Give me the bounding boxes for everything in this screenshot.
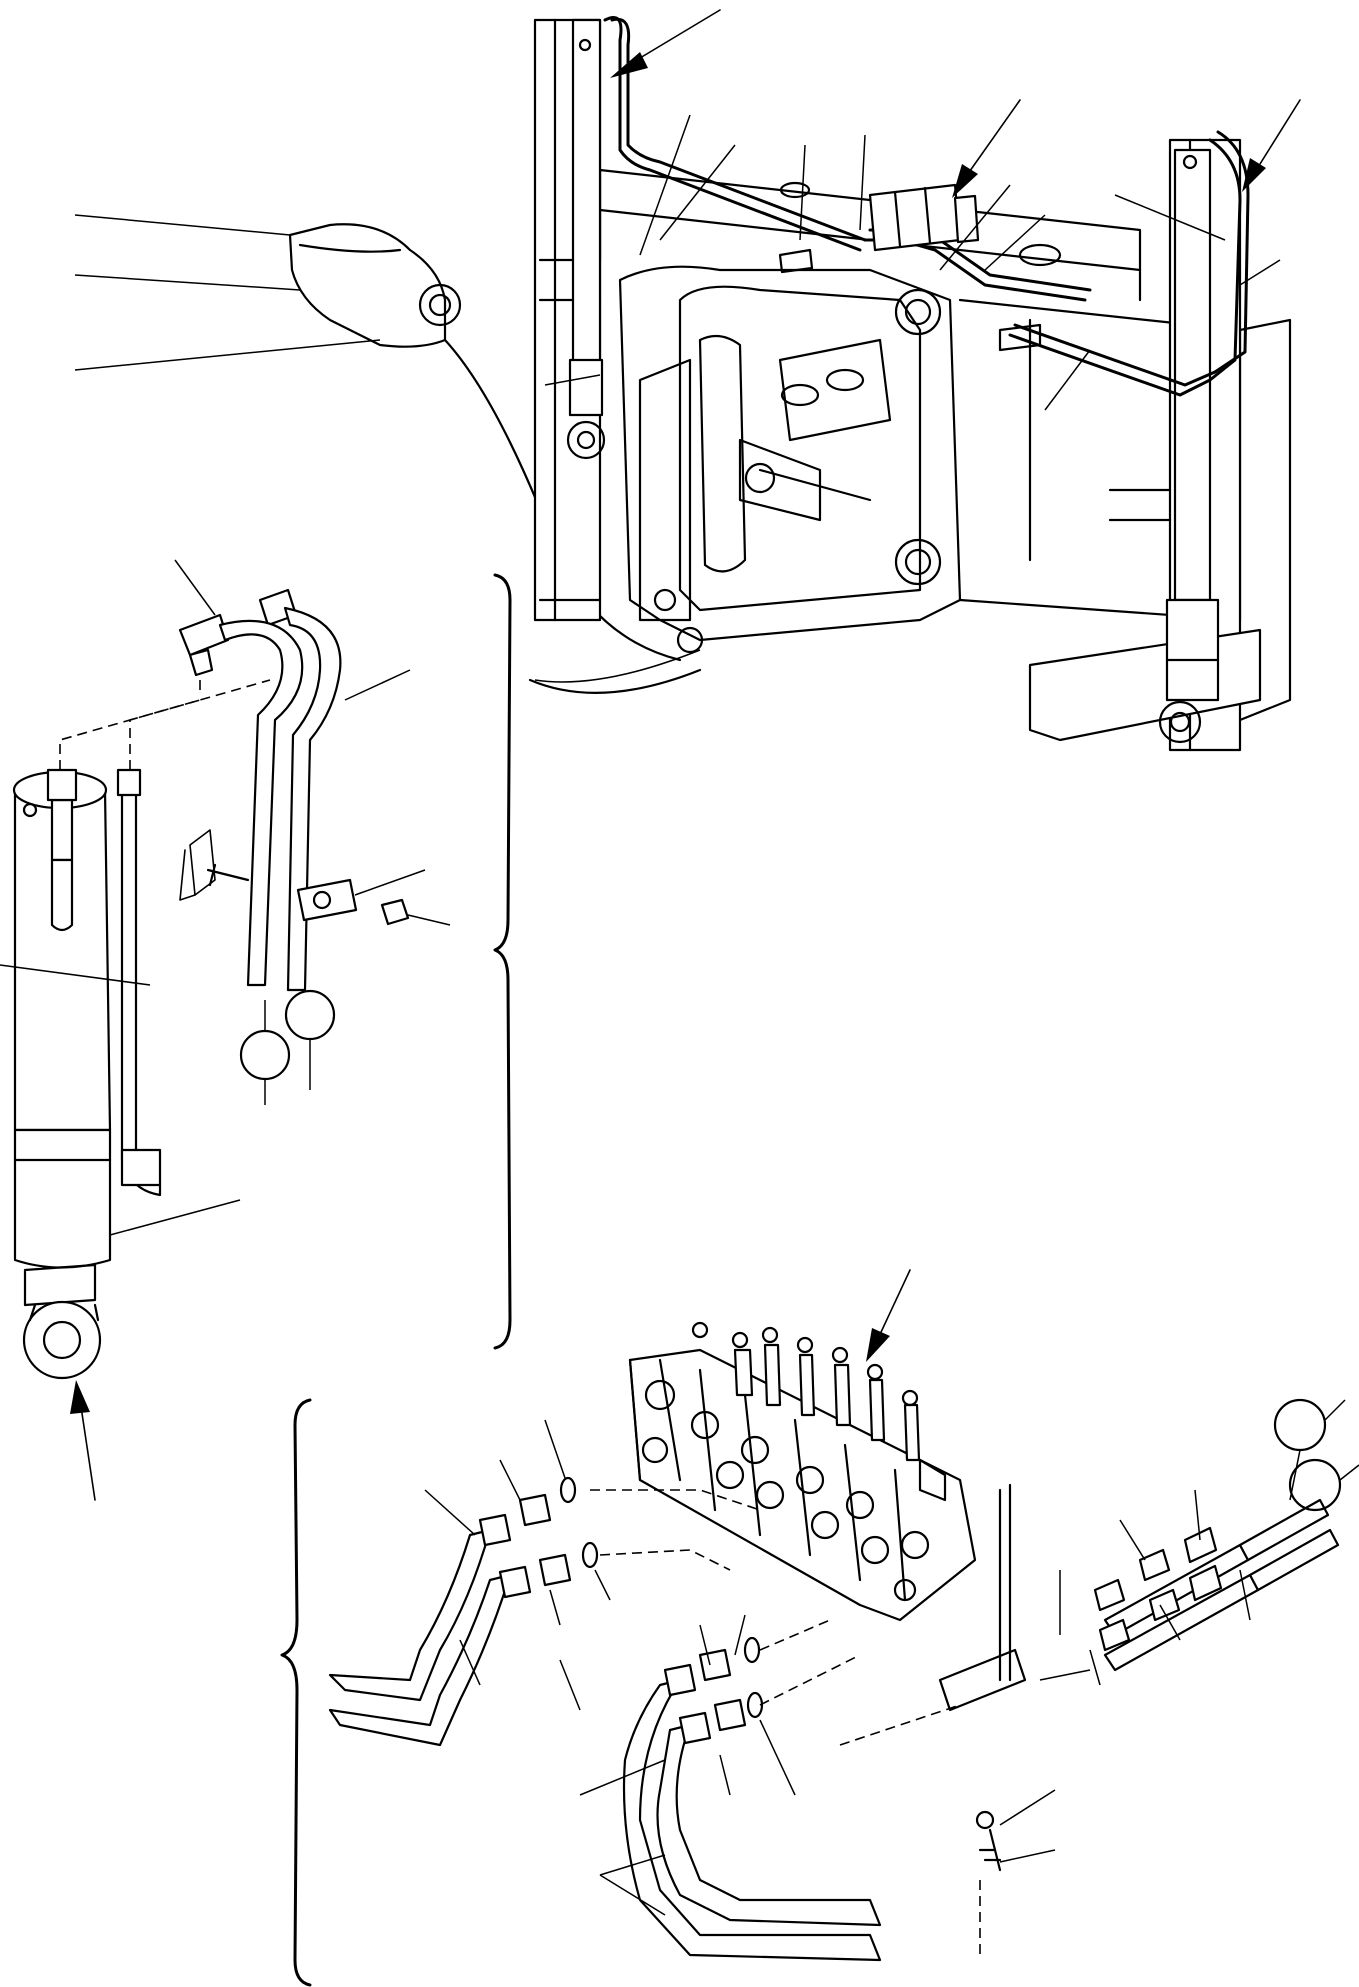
- arrow-icon: [70, 1380, 96, 1501]
- arrow-icon: [610, 9, 1301, 198]
- circle-reference-icon: [1273, 1398, 1327, 1452]
- lift-cylinders: [566, 18, 1220, 744]
- cylinder-detail: [0, 559, 451, 1380]
- frame-assembly: [288, 18, 1292, 752]
- circle-reference-icon: [1288, 1458, 1342, 1512]
- bracket-icon: [280, 573, 512, 1987]
- lower-callouts: [424, 1419, 1251, 1916]
- arrow-icon: [866, 1269, 911, 1362]
- circle-reference-icon: [239, 1029, 291, 1081]
- upper-callouts: [74, 114, 1281, 683]
- control-valve-detail: [628, 1321, 977, 1622]
- circle-reference-icon: [284, 989, 336, 1041]
- hydraulic-lines-upper: [603, 16, 1250, 397]
